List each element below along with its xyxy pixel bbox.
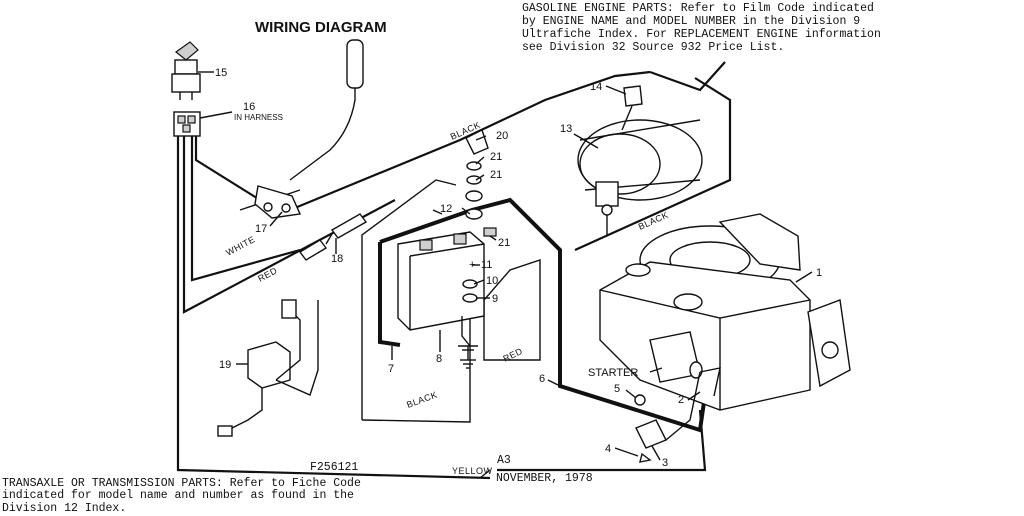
callouts: 15 16 IN HARNESS 17 18 19 20 21 21 21 12… [215,67,822,469]
wire-label-red-left: RED [256,265,279,283]
terminal-14 [621,85,643,131]
engine [599,213,851,411]
callout-19: 19 [219,359,231,371]
wire-label-white: WHITE [224,234,257,258]
solenoid [634,367,721,463]
transaxle-parts-note: TRANSAXLE OR TRANSMISSION PARTS: Refer t… [2,477,361,515]
starter-label: STARTER [588,367,638,379]
engine-harness [479,77,732,479]
diagram-title: WIRING DIAGRAM [255,19,387,36]
callout-7: 7 [388,363,394,375]
callout-13: 13 [560,123,572,135]
wire-label-red-mid: RED [501,346,524,364]
page-code: A3 [497,454,511,467]
callout-20: 20 [496,130,508,142]
note-top-line-4: see Division 32 Source 932 Price List. [522,41,784,54]
note-bottom-line-1: TRANSAXLE OR TRANSMISSION PARTS: Refer t… [2,477,361,490]
callout-8: 8 [436,353,442,365]
harness-wires [176,61,726,480]
figure-code: F256121 [310,461,358,474]
callout-21-right: 21 [498,237,510,249]
callout-6: 6 [539,373,545,385]
hardware-stack [462,129,497,303]
callout-21-top: 21 [490,151,502,163]
wire-label-black-right: BLACK [637,210,670,232]
callout-3: 3 [662,457,668,469]
callout-11: 11 [481,259,492,271]
engine-parts-note: GASOLINE ENGINE PARTS: Refer to Film Cod… [522,2,881,54]
throttle-cable [239,39,364,211]
callout-15: 15 [215,67,227,79]
in-harness-label: IN HARNESS [234,113,283,122]
charger [217,299,319,437]
callout-2: 2 [678,394,684,406]
callout-14: 14 [590,81,602,93]
callout-10: 10 [486,275,498,287]
wire-label-black-bottom: BLACK [405,390,439,410]
safety-switch [254,185,302,219]
callout-12: 12 [440,203,452,215]
note-top-line-3: Ultrafiche Index. For REPLACEMENT ENGINE… [522,28,881,41]
alternator [577,119,703,235]
note-bottom-line-2: indicated for model name and number as f… [2,489,354,502]
callout-9: 9 [492,293,498,305]
revision-date: NOVEMBER, 1978 [496,472,593,485]
callout-16: 16 [243,101,255,113]
callout-1: 1 [816,267,822,279]
note-bottom-line-3: Division 12 Index. [2,502,126,515]
callout-18: 18 [331,253,343,265]
callout-21-mid: 21 [490,169,502,181]
callout-17: 17 [255,223,267,235]
ground-symbol [460,346,476,369]
ignition-switch [171,41,201,100]
note-top-line-1: GASOLINE ENGINE PARTS: Refer to Film Cod… [522,2,874,15]
battery: + [397,231,485,331]
callout-4: 4 [605,443,611,455]
leader-lines [198,71,813,461]
harness-connector [173,111,201,137]
wire-label-yellow: YELLOW [452,466,493,476]
note-top-line-2: by ENGINE NAME and MODEL NUMBER in the D… [522,15,860,28]
callout-5: 5 [614,383,620,395]
inline-fuse [298,213,368,261]
starter-motor [649,331,703,383]
